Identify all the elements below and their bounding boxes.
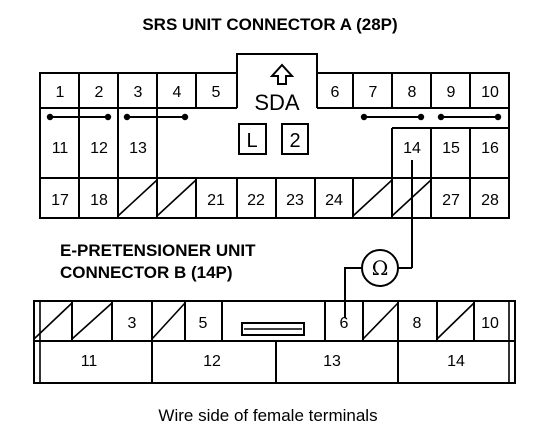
connector-b-outline xyxy=(33,300,516,384)
pin-a-9: 9 xyxy=(447,84,456,101)
title-connector-a: SRS UNIT CONNECTOR A (28P) xyxy=(142,15,397,34)
pin-b-3: 3 xyxy=(128,315,137,332)
pin-a-8: 8 xyxy=(408,84,417,101)
pin-a-23: 23 xyxy=(286,192,304,209)
connector-a: SDA L 2 1 2 3 4 5 6 7 8 9 10 11 12 13 14… xyxy=(39,53,510,219)
pin-a-21: 21 xyxy=(207,192,225,209)
lead-b xyxy=(344,267,362,318)
pin-a-14: 14 xyxy=(403,140,421,157)
pin-a-24: 24 xyxy=(325,192,343,209)
connector-b: 3 5 6 8 10 11 12 13 14 xyxy=(33,300,516,384)
pin-b-10: 10 xyxy=(481,315,499,332)
pin-a-12: 12 xyxy=(90,140,108,157)
pin-a-2: 2 xyxy=(95,84,104,101)
box-l xyxy=(238,123,267,155)
pin-a-11: 11 xyxy=(52,140,69,157)
box-2-label: 2 xyxy=(289,130,300,152)
pin-a-15: 15 xyxy=(442,140,460,157)
caption: Wire side of female terminals xyxy=(158,406,377,425)
box-2 xyxy=(281,123,309,155)
pin-a-16: 16 xyxy=(481,140,499,157)
connector-b-row2: 11 12 13 14 xyxy=(81,353,465,370)
connector-a-row1: 1 2 3 4 5 6 7 8 9 10 xyxy=(56,84,499,101)
lock-tab xyxy=(241,322,305,336)
connector-b-row1: 3 5 6 8 10 xyxy=(128,315,499,332)
pin-b-12: 12 xyxy=(203,353,221,370)
pin-a-10: 10 xyxy=(481,84,499,101)
pin-a-5: 5 xyxy=(212,84,221,101)
up-arrow-icon xyxy=(269,63,295,85)
ohm-symbol: Ω xyxy=(372,256,389,280)
connector-a-row3: 17 18 21 22 23 24 27 28 xyxy=(51,192,499,209)
ohmmeter-probe: Ω xyxy=(344,160,413,318)
connector-a-row2: 11 12 13 14 15 16 xyxy=(52,140,499,157)
pin-a-17: 17 xyxy=(51,192,69,209)
pin-a-7: 7 xyxy=(369,84,378,101)
connector-a-outline xyxy=(39,53,510,219)
pin-a-4: 4 xyxy=(173,84,182,101)
title-connector-b-line2: CONNECTOR B (14P) xyxy=(60,263,233,282)
pin-a-28: 28 xyxy=(481,192,499,209)
pin-a-1: 1 xyxy=(56,84,65,101)
pin-a-18: 18 xyxy=(90,192,108,209)
pin-a-6: 6 xyxy=(331,84,340,101)
title-connector-b-line1: E-PRETENSIONER UNIT xyxy=(60,241,256,260)
pin-a-13: 13 xyxy=(129,140,147,157)
pin-a-22: 22 xyxy=(247,192,265,209)
pin-a-27: 27 xyxy=(442,192,460,209)
sda-label: SDA xyxy=(254,90,300,115)
pin-b-8: 8 xyxy=(413,315,422,332)
pin-b-6: 6 xyxy=(340,315,349,332)
pin-b-11: 11 xyxy=(81,353,98,370)
pin-b-13: 13 xyxy=(323,353,341,370)
pin-b-14: 14 xyxy=(447,353,465,370)
pin-b-5: 5 xyxy=(199,315,208,332)
box-l-label: L xyxy=(246,130,257,152)
shorting-bars xyxy=(46,113,502,121)
pin-a-3: 3 xyxy=(134,84,143,101)
